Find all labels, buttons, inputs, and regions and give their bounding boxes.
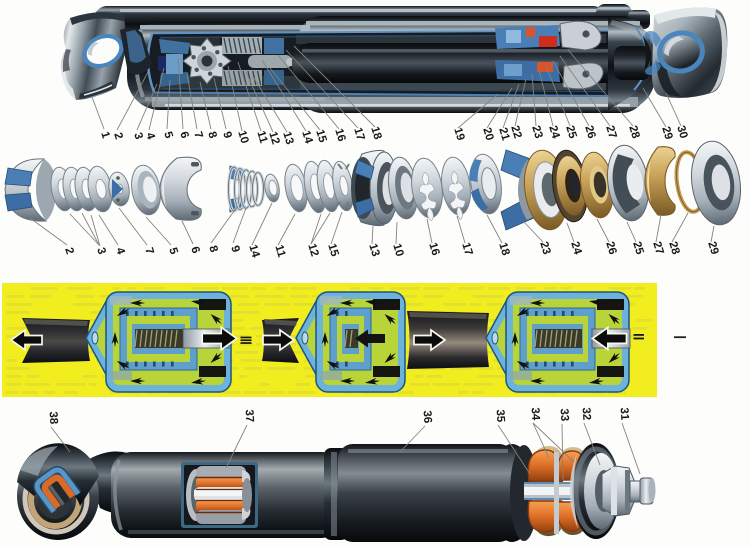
svg-text:17: 17 [351,126,366,142]
svg-text:29: 29 [659,125,674,141]
svg-text:5: 5 [161,130,175,140]
svg-text:15: 15 [325,242,340,258]
svg-text:37: 37 [243,409,256,422]
svg-text:10: 10 [235,129,250,145]
svg-text:23: 23 [537,240,552,256]
svg-text:13: 13 [280,130,295,146]
svg-text:19: 19 [451,126,466,142]
svg-text:9: 9 [228,244,241,254]
svg-text:5: 5 [166,246,180,256]
svg-text:7: 7 [142,246,155,256]
svg-text:22: 22 [508,124,523,140]
svg-text:4: 4 [143,131,157,141]
svg-text:2: 2 [111,131,124,141]
svg-text:21: 21 [496,126,511,142]
svg-text:26: 26 [603,240,618,256]
svg-text:34: 34 [529,407,542,421]
svg-text:23: 23 [529,124,544,140]
svg-text:26: 26 [582,124,597,140]
svg-text:3: 3 [131,131,144,141]
svg-text:35: 35 [494,409,507,423]
svg-text:16: 16 [426,241,441,257]
svg-text:27: 27 [650,240,665,256]
svg-text:2: 2 [62,246,75,256]
svg-text:8: 8 [205,130,219,140]
svg-text:38: 38 [47,411,60,425]
svg-text:12: 12 [266,130,281,146]
svg-text:14: 14 [246,243,261,259]
svg-text:14: 14 [299,129,314,145]
svg-text:9: 9 [220,130,233,140]
svg-text:4: 4 [113,246,127,256]
svg-text:6: 6 [177,130,190,140]
svg-text:18: 18 [368,125,383,141]
svg-text:32: 32 [580,407,593,420]
svg-text:13: 13 [366,242,381,258]
svg-text:11: 11 [254,130,269,146]
svg-text:17: 17 [459,241,474,257]
svg-text:25: 25 [563,124,578,140]
svg-text:24: 24 [568,240,583,256]
svg-text:3: 3 [94,246,107,256]
svg-text:24: 24 [546,124,561,140]
svg-text:25: 25 [630,240,645,256]
svg-text:8: 8 [206,244,220,254]
svg-text:30: 30 [674,124,689,140]
svg-text:36: 36 [421,410,434,423]
svg-text:28: 28 [666,240,681,256]
svg-text:33: 33 [558,408,571,421]
svg-text:29: 29 [705,240,720,256]
svg-text:15: 15 [313,128,328,144]
svg-text:1: 1 [98,130,112,140]
svg-text:11: 11 [272,244,287,260]
svg-text:31: 31 [618,407,631,421]
svg-text:28: 28 [626,124,641,140]
svg-text:20: 20 [480,126,495,142]
svg-text:10: 10 [390,242,405,258]
svg-text:7: 7 [191,130,204,140]
svg-text:6: 6 [188,245,201,255]
svg-text:27: 27 [603,124,618,140]
svg-text:16: 16 [332,127,347,143]
svg-text:18: 18 [496,241,511,257]
svg-text:12: 12 [305,242,320,258]
